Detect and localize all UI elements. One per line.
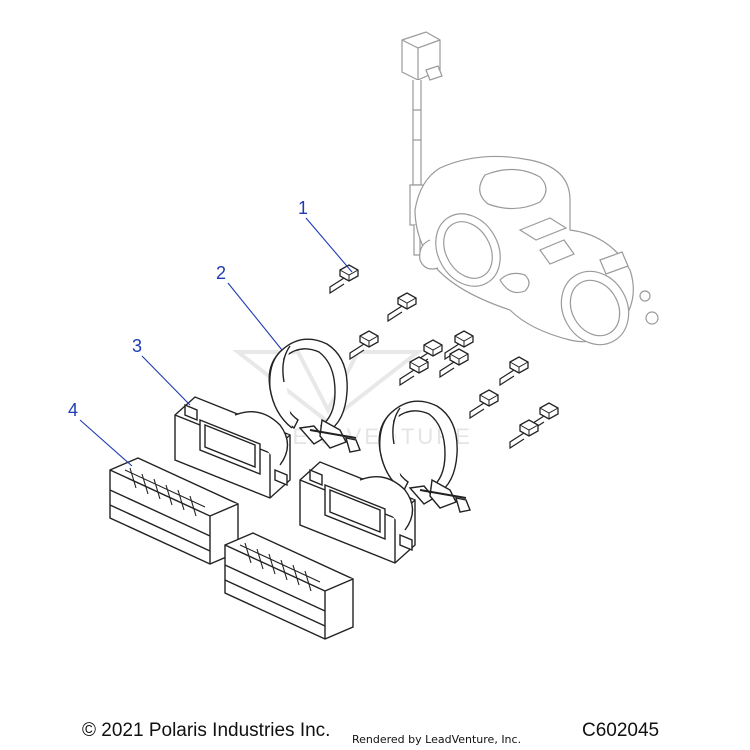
reed-valve-upper [109, 457, 239, 565]
throttle-body-assembly [401, 31, 659, 346]
callout-3: 3 [132, 336, 142, 356]
callout-1: 1 [298, 198, 308, 218]
hose-clamp-upper [268, 338, 361, 453]
callouts: 1 2 3 4 [68, 198, 308, 420]
hose-clamp-lower [378, 400, 471, 513]
callout-2: 2 [216, 263, 226, 283]
leader-lines [79, 217, 353, 467]
callout-4: 4 [68, 400, 78, 420]
copyright-text: © 2021 Polaris Industries Inc. [82, 720, 331, 741]
diagram-code: C602045 [582, 720, 660, 741]
leader-line-4 [79, 419, 133, 467]
reed-cage-lower [299, 461, 416, 564]
leader-line-1 [305, 217, 353, 273]
leader-line-3 [141, 355, 191, 406]
reed-valve-lower [224, 532, 354, 640]
reed-cage-upper [174, 396, 291, 499]
leader-line-2 [227, 282, 283, 351]
rendered-by-text: Rendered by LeadVenture, Inc. [352, 733, 522, 746]
